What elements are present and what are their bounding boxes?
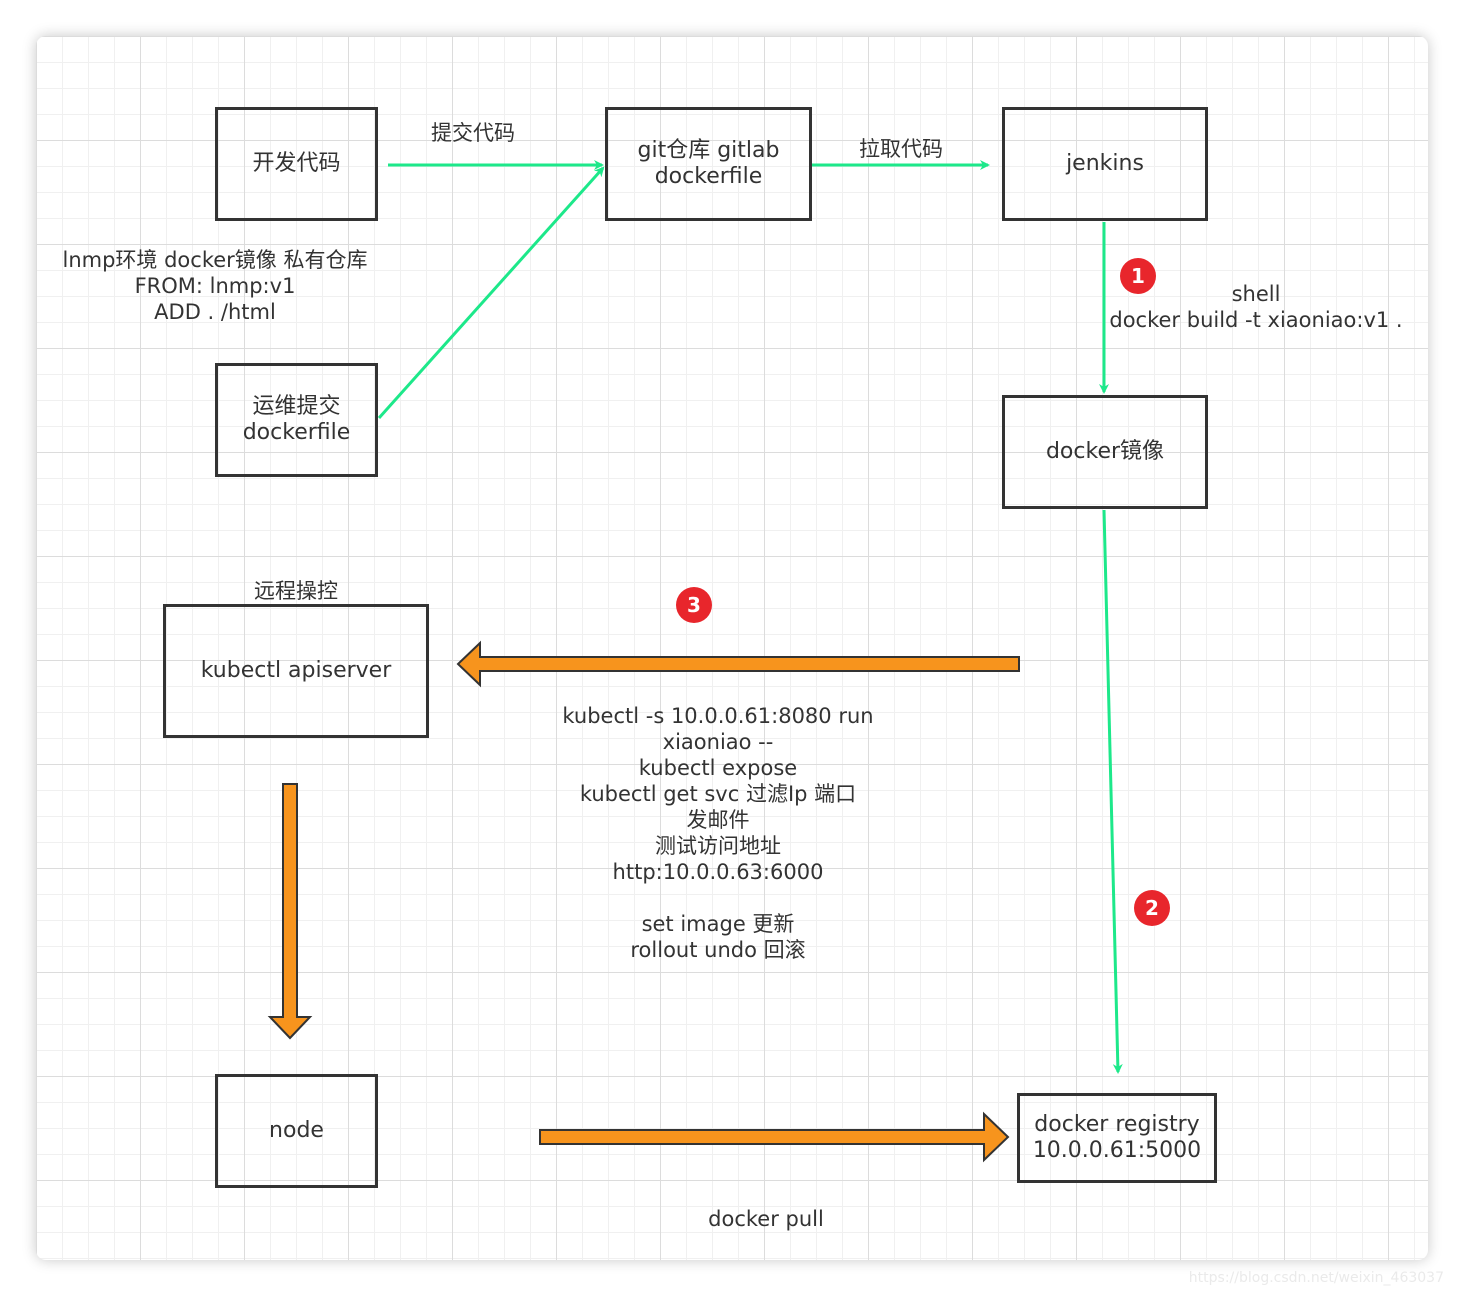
box-kubectl-label: kubectl apiserver	[200, 658, 392, 683]
box-git-repo-label: git仓库 gitlab dockerfile	[637, 138, 780, 189]
label-lnmp-note: lnmp环境 docker镜像 私有仓库 FROM: lnmp:v1 ADD .…	[62, 248, 368, 324]
box-docker-image-label: docker镜像	[1045, 439, 1165, 464]
box-dev-code: 开发代码	[215, 107, 378, 221]
box-jenkins: jenkins	[1002, 107, 1208, 221]
box-dev-code-label: 开发代码	[252, 151, 341, 176]
label-kubectl-commands: kubectl -s 10.0.0.61:8080 run xiaoniao -…	[562, 704, 874, 962]
step-badge-3: 3	[676, 587, 712, 623]
orange-arrow-to-kubectl	[456, 640, 1020, 688]
label-shell-note: shell docker build -t xiaoniao:v1 .	[1109, 282, 1403, 332]
label-submit-code: 提交代码	[431, 121, 515, 145]
watermark: https://blog.csdn.net/weixin_463037	[1188, 1270, 1444, 1286]
box-registry-label: docker registry 10.0.0.61:5000	[1032, 1112, 1202, 1163]
box-node-label: node	[269, 1118, 324, 1143]
step-badge-2: 2	[1134, 890, 1170, 926]
box-ops-submit: 运维提交 dockerfile	[215, 363, 378, 477]
box-docker-image: docker镜像	[1002, 395, 1208, 509]
box-kubectl: kubectl apiserver	[163, 604, 429, 738]
label-pull-code: 拉取代码	[859, 137, 943, 161]
arrow-image-to-registry	[1102, 509, 1123, 1074]
arrow-ops-to-git	[377, 166, 605, 420]
box-registry: docker registry 10.0.0.61:5000	[1017, 1093, 1217, 1183]
box-node: node	[215, 1074, 378, 1188]
diagram-canvas	[36, 36, 1428, 1260]
box-ops-submit-label: 运维提交 dockerfile	[242, 394, 351, 445]
orange-arrow-to-node	[267, 783, 313, 1040]
label-docker-pull: docker pull	[708, 1207, 824, 1231]
box-jenkins-label: jenkins	[1066, 151, 1144, 176]
orange-arrow-to-registry	[539, 1111, 1010, 1163]
step-badge-1: 1	[1120, 258, 1156, 294]
box-git-repo: git仓库 gitlab dockerfile	[605, 107, 812, 221]
label-remote-control: 远程操控	[254, 579, 338, 603]
